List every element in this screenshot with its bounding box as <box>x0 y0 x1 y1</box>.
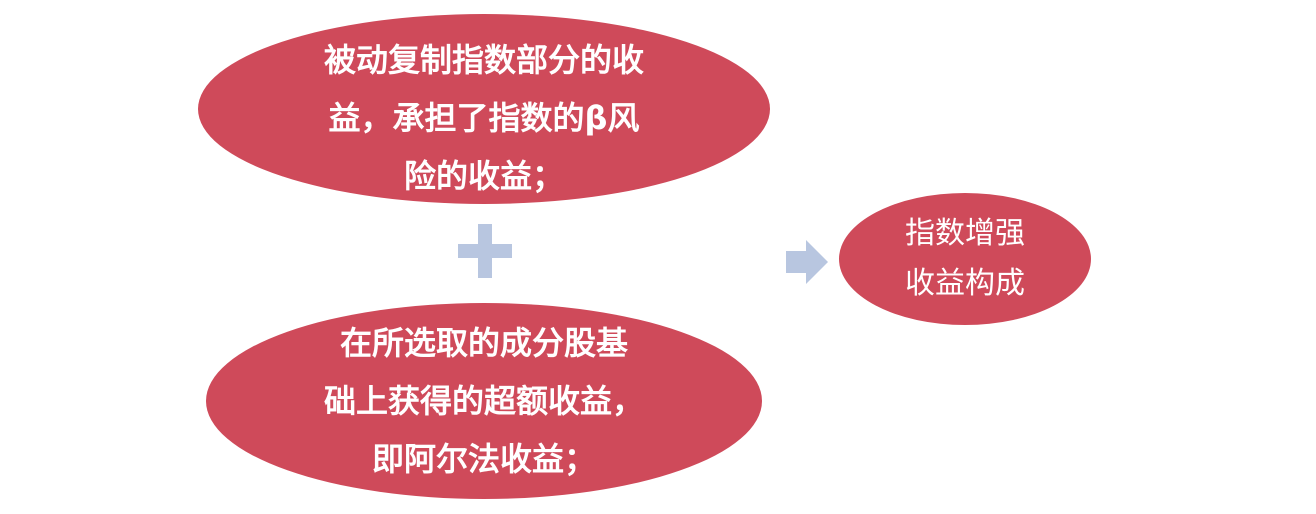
enhanced-return-node: 指数增强 收益构成 <box>839 193 1091 325</box>
alpha-return-node: 在所选取的成分股基 础上获得的超额收益， 即阿尔法收益； <box>206 303 762 499</box>
alpha-return-text: 在所选取的成分股基 础上获得的超额收益， 即阿尔法收益； <box>323 324 644 478</box>
enhanced-return-text: 指数增强 收益构成 <box>905 216 1025 301</box>
beta-return-node: 被动复制指数部分的收 益，承担了指数的β风 险的收益； <box>198 14 770 204</box>
beta-return-text: 被动复制指数部分的收 益，承担了指数的β风 险的收益； <box>323 41 644 195</box>
plus-icon <box>458 224 512 278</box>
arrow-right-icon <box>786 240 828 284</box>
